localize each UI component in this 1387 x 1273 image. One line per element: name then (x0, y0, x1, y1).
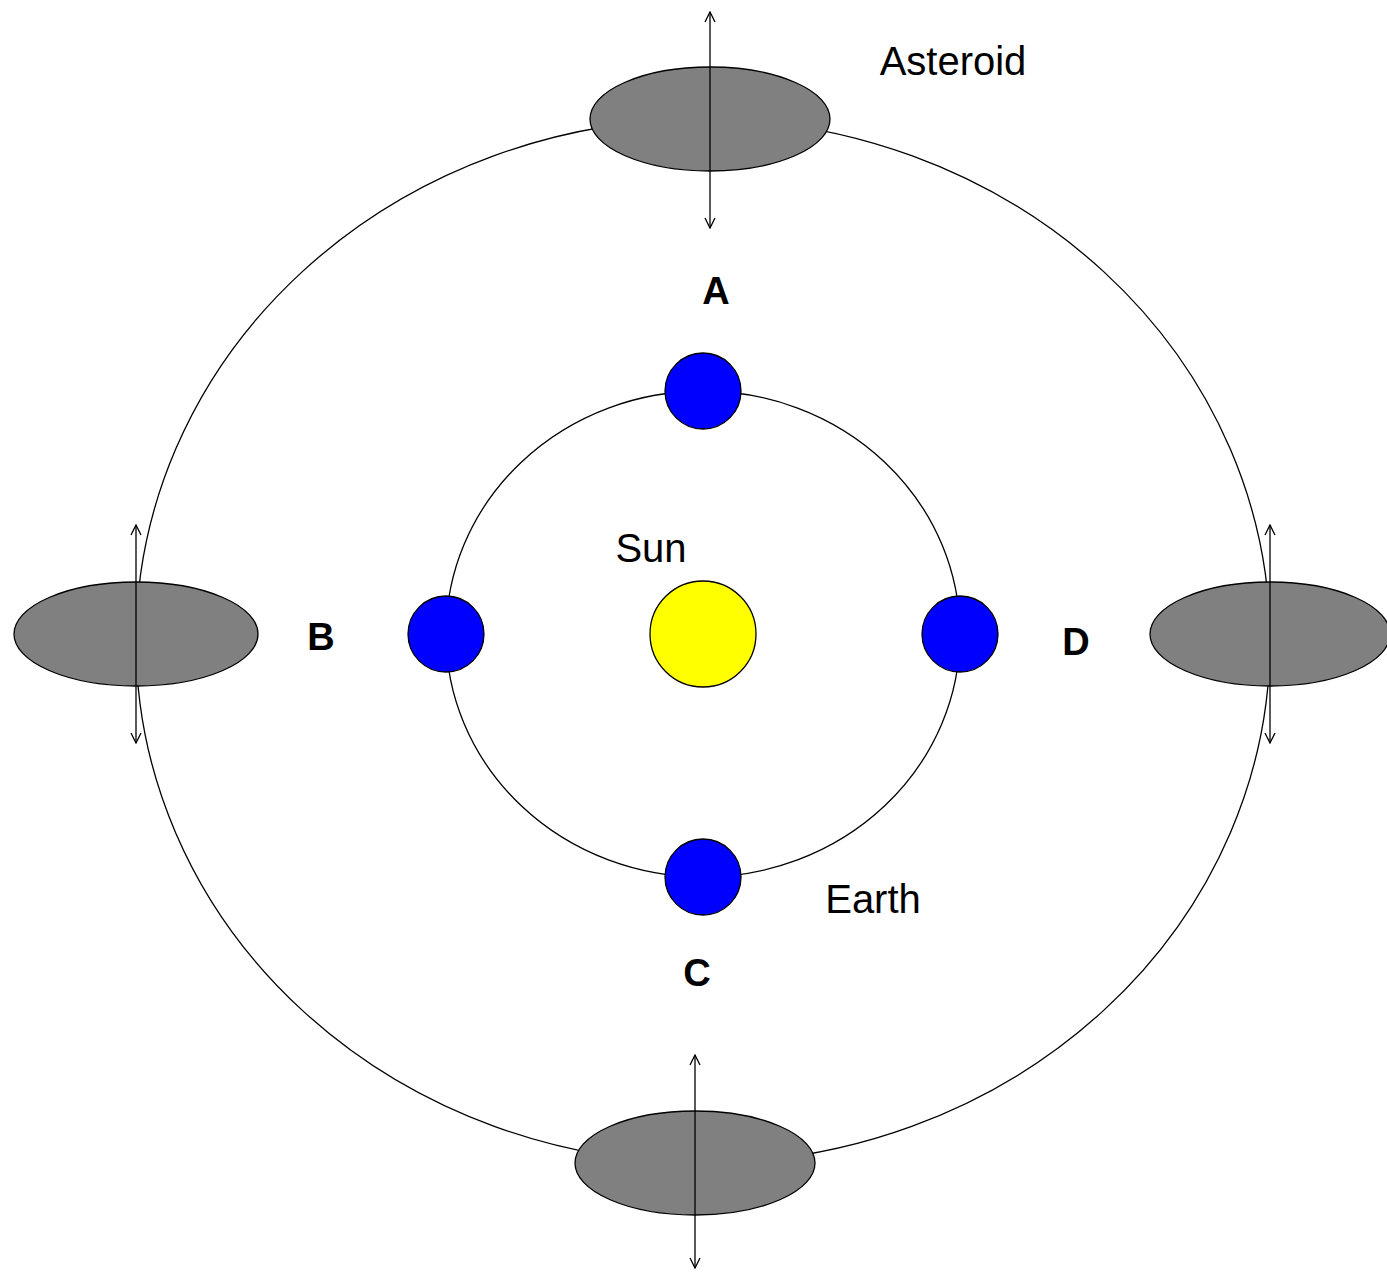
earth-orbit (446, 391, 960, 877)
position-letter: D (1062, 623, 1089, 661)
asteroid-orbit (136, 119, 1270, 1163)
spin-axis-arrow (709, 12, 710, 228)
earth-circle (922, 596, 998, 672)
asteroid-label: Asteroid (880, 41, 1027, 81)
position-letter: A (702, 272, 729, 310)
spin-axis-arrow (694, 1055, 695, 1268)
position-letter: C (683, 954, 710, 992)
earth-circle (665, 353, 741, 429)
sun-label: Sun (615, 528, 686, 568)
position-letter: B (307, 618, 334, 656)
earth-label: Earth (825, 879, 921, 919)
asteroid-ellipse (1150, 582, 1387, 686)
earth-circle (665, 839, 741, 915)
spin-axis-arrow (135, 525, 136, 743)
spin-axis-arrow (1269, 525, 1270, 743)
earth-circle (408, 596, 484, 672)
sun-circle (650, 581, 756, 687)
